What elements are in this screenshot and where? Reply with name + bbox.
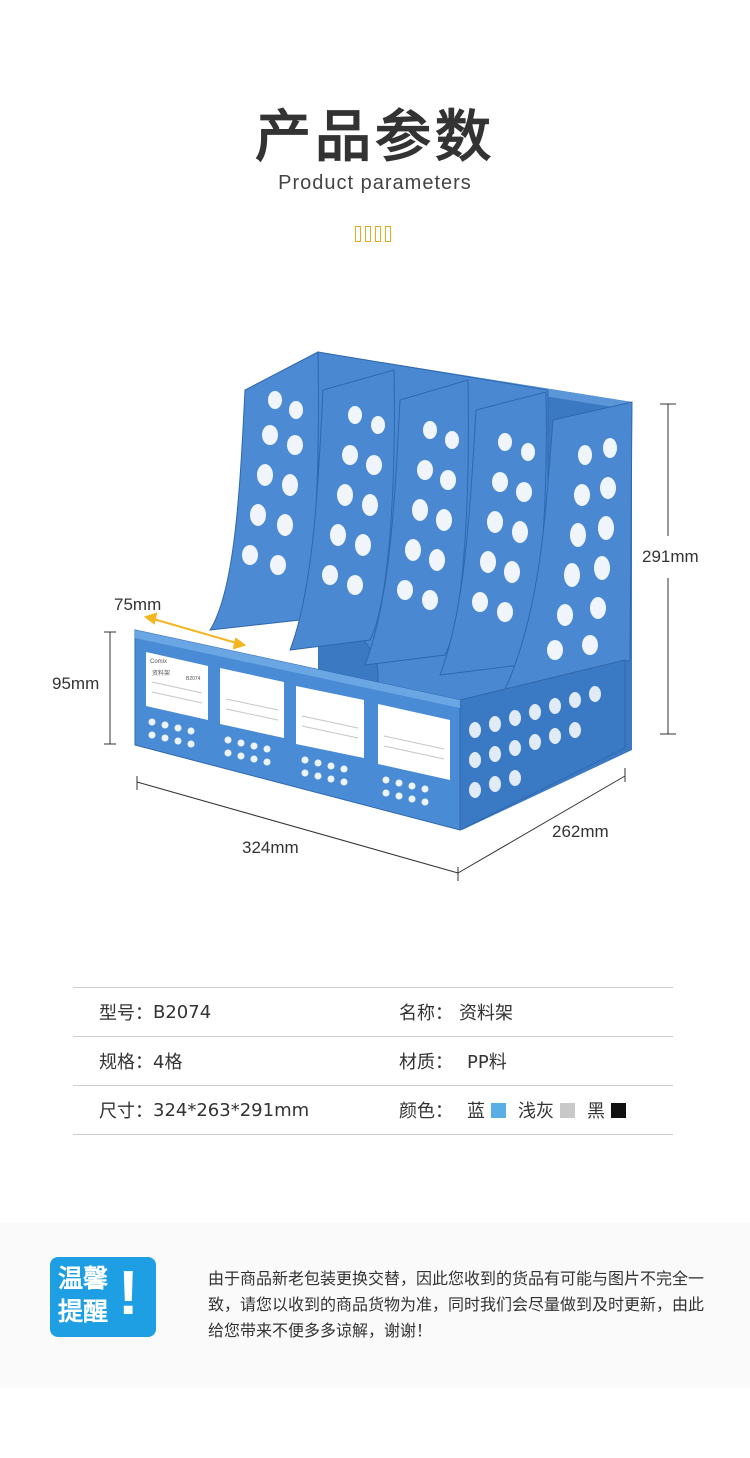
color-blue-label: 蓝 bbox=[467, 1101, 485, 1122]
color-swatch-lightgray bbox=[560, 1102, 575, 1118]
spec-dimensions: 尺寸： 324*263*291mm bbox=[73, 1097, 373, 1123]
file-holder-body: Comix 资料架 B2074 bbox=[134, 351, 633, 831]
spec-color-label: 颜色： bbox=[399, 1101, 453, 1122]
slot-depth-arrow bbox=[143, 612, 247, 650]
spec-model: 型号： B2074 bbox=[73, 999, 373, 1025]
spec-row: 尺寸： 324*263*291mm 颜色： 蓝 浅灰 黑 bbox=[73, 1086, 673, 1135]
dim-depth: 262mm bbox=[552, 822, 609, 841]
spec-table: 型号： B2074 名称： 资料架 规格： 4格 材质： PP料 尺寸： 324… bbox=[73, 987, 673, 1135]
dim-height: 291mm bbox=[642, 547, 699, 566]
label-title: 资料架 bbox=[152, 669, 170, 677]
decorative-dots bbox=[355, 226, 395, 244]
label-brand: Comix bbox=[150, 659, 167, 665]
spec-material-label: 材质： bbox=[399, 1052, 453, 1073]
page-title: 产品参数 bbox=[255, 105, 495, 170]
spec-spec-label: 规格： bbox=[99, 1052, 153, 1073]
notice-badge-text: 温馨 提醒 bbox=[58, 1262, 124, 1328]
spec-size-value: 324*263*291mm bbox=[153, 1099, 310, 1121]
spec-model-value: B2074 bbox=[153, 1001, 212, 1023]
spec-material-value: PP料 bbox=[467, 1052, 507, 1073]
page-subtitle: Product parameters bbox=[278, 172, 472, 194]
spec-name: 名称： 资料架 bbox=[373, 999, 673, 1025]
spec-material: 材质： PP料 bbox=[373, 1048, 673, 1074]
notice-badge bbox=[50, 1257, 156, 1337]
spec-model-label: 型号： bbox=[99, 1003, 153, 1024]
spec-spec-value: 4格 bbox=[153, 1052, 183, 1073]
color-lightgray-label: 浅灰 bbox=[518, 1101, 554, 1122]
dimension-lines bbox=[104, 403, 676, 881]
color-black-label: 黑 bbox=[587, 1101, 605, 1122]
product-illustration: Comix 资料架 B2074 bbox=[52, 351, 699, 881]
dim-front-height: 95mm bbox=[52, 674, 99, 693]
notice-text: 由于商品新老包装更换交替，因此您收到的货品有可能与图片不完全一致，请您以收到的商… bbox=[208, 1269, 705, 1340]
color-swatch-black bbox=[611, 1102, 626, 1118]
spec-row: 型号： B2074 名称： 资料架 bbox=[73, 988, 673, 1037]
spec-name-value: 资料架 bbox=[459, 1003, 513, 1024]
label-code: B2074 bbox=[186, 676, 201, 682]
notice-badge-line1: 温馨 bbox=[58, 1264, 109, 1293]
color-swatch-blue bbox=[491, 1102, 506, 1118]
notice-badge-line2: 提醒 bbox=[58, 1297, 109, 1326]
spec-size-type: 规格： 4格 bbox=[73, 1048, 373, 1074]
dim-width: 324mm bbox=[242, 838, 299, 857]
spec-size-label: 尺寸： bbox=[99, 1101, 153, 1122]
spec-name-label: 名称： bbox=[399, 1003, 453, 1024]
spec-colors: 颜色： 蓝 浅灰 黑 bbox=[373, 1097, 673, 1123]
dim-slot-depth: 75mm bbox=[114, 595, 161, 614]
exclamation-icon: ! bbox=[118, 1259, 139, 1328]
spec-row: 规格： 4格 材质： PP料 bbox=[73, 1037, 673, 1086]
